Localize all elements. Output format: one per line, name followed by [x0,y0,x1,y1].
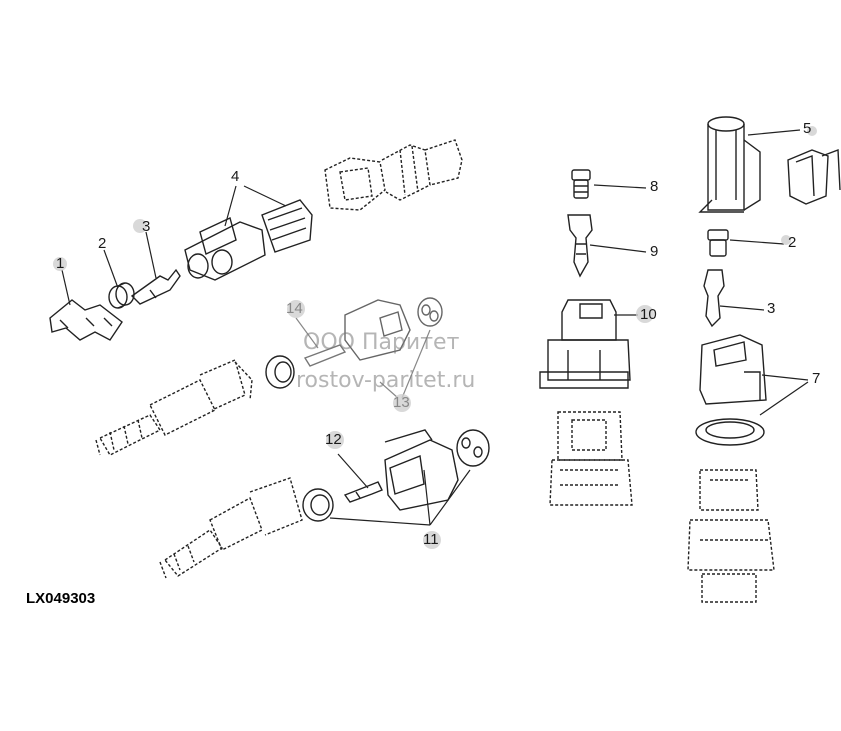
drawing-id: LX049303 [26,590,96,607]
callout-10: 10 [640,306,657,323]
sensor-right-dashed [687,469,775,603]
watermark-company: ООО Паритет [303,330,460,355]
connector-part-13 [344,297,443,361]
callout-12: 12 [325,431,342,448]
terminal-part-3-left [130,268,181,305]
connector-part-5 [698,116,761,213]
sensor-top-dashed [324,139,463,211]
callout-11: 11 [423,531,439,548]
terminal-part-14 [303,344,347,367]
callout-14: 14 [286,300,303,317]
callout-8: 8 [650,178,659,195]
callout-1: 1 [56,255,65,272]
sensor-middle-column-dashed [549,411,633,506]
clip-part-6 [787,149,841,205]
oring-part-13 [265,355,295,389]
connector-part-10 [539,299,631,389]
connector-part-11 [302,429,490,522]
connector-part-4 [184,199,313,281]
terminal-part-9 [567,214,593,278]
terminal-part-12 [343,481,383,503]
terminal-part-3-right [703,269,725,328]
clip-part-1 [49,299,123,341]
sensor-bottom-dashed [159,477,303,579]
callout-2-left: 2 [98,235,107,252]
callout-9: 9 [650,243,659,260]
callout-3-left: 3 [142,218,151,235]
callout-bubbles [53,126,817,549]
sensor-middle-dashed [95,359,253,456]
callout-5: 5 [803,120,812,137]
callout-13: 13 [393,394,410,411]
seal-part-8 [571,169,591,199]
callout-7: 7 [812,370,821,387]
callout-2-right: 2 [788,234,797,251]
callout-4: 4 [231,168,240,185]
callout-3-right: 3 [767,300,776,317]
leader-lines [61,129,809,526]
seal-part-2-left [108,282,135,309]
connector-part-7 [695,334,767,446]
seal-part-2-right [707,229,729,257]
watermark-url: rostov-paritet.ru [296,368,476,393]
